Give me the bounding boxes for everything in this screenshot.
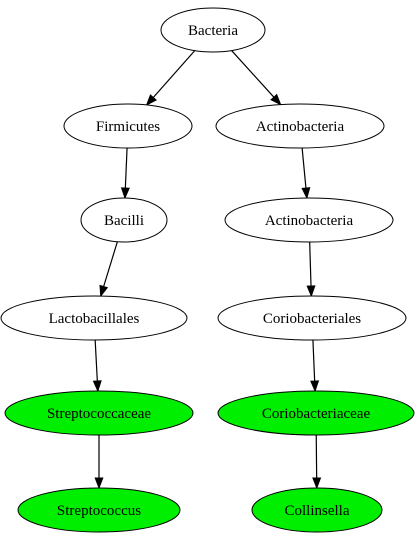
arrowhead-icon bbox=[310, 380, 320, 393]
node-streptococcus: Streptococcus bbox=[17, 487, 181, 533]
arrowhead-icon bbox=[306, 285, 316, 298]
edge-line bbox=[152, 50, 196, 98]
node-firmicutes: Firmicutes bbox=[63, 103, 193, 149]
edge-actinobacteria-class-to-coriobacteriales bbox=[306, 241, 316, 298]
node-label: Collinsella bbox=[285, 503, 350, 519]
edge-streptococcaceae-to-streptococcus bbox=[94, 435, 104, 490]
arrowhead-icon bbox=[301, 187, 311, 200]
node-ellipse bbox=[4, 390, 194, 436]
edge-actinobacteria-phylum-to-actinobacteria-class bbox=[301, 147, 311, 200]
node-ellipse bbox=[224, 197, 394, 243]
edge-bacteria-to-actinobacteria-phylum bbox=[231, 50, 282, 106]
arrowhead-icon bbox=[99, 284, 109, 298]
edge-line bbox=[231, 50, 275, 98]
node-label: Streptococcaceae bbox=[47, 406, 151, 422]
node-ellipse bbox=[251, 487, 383, 533]
node-coriobacteriales: Coriobacteriales bbox=[217, 295, 407, 341]
arrowhead-icon bbox=[270, 93, 282, 106]
node-label: Streptococcus bbox=[57, 503, 141, 519]
arrowhead-icon bbox=[94, 477, 104, 490]
arrowhead-icon bbox=[145, 94, 157, 107]
edge-coriobacteriaceae-to-collinsella bbox=[312, 434, 322, 490]
node-ellipse bbox=[160, 7, 266, 53]
node-label: Actinobacteria bbox=[256, 119, 345, 135]
node-lactobacillales: Lactobacillales bbox=[0, 295, 188, 341]
node-label: Firmicutes bbox=[96, 119, 160, 135]
edge-firmicutes-to-bacilli bbox=[120, 147, 130, 200]
arrowhead-icon bbox=[92, 380, 102, 393]
node-label: Actinobacteria bbox=[265, 213, 354, 229]
edge-line bbox=[94, 339, 98, 382]
edge-coriobacteriales-to-coriobacteriaceae bbox=[310, 339, 320, 393]
node-coriobacteriaceae: Coriobacteriaceae bbox=[217, 390, 415, 436]
edge-line bbox=[103, 241, 118, 287]
node-ellipse bbox=[217, 390, 415, 436]
edge-line bbox=[124, 147, 128, 189]
edge-bacteria-to-firmicutes bbox=[145, 50, 196, 107]
edge-lactobacillales-to-streptococcaceae bbox=[92, 339, 102, 393]
edge-line bbox=[301, 147, 307, 189]
edges-layer bbox=[92, 50, 322, 490]
arrowhead-icon bbox=[312, 477, 322, 490]
node-label: Bacilli bbox=[104, 213, 144, 229]
node-bacilli: Bacilli bbox=[80, 197, 168, 243]
node-label: Bacteria bbox=[188, 23, 238, 39]
node-ellipse bbox=[63, 103, 193, 149]
node-actinobacteria-phylum: Actinobacteria bbox=[215, 103, 385, 149]
node-ellipse bbox=[215, 103, 385, 149]
arrowhead-icon bbox=[120, 187, 130, 200]
node-actinobacteria-class: Actinobacteria bbox=[224, 197, 394, 243]
node-ellipse bbox=[17, 487, 181, 533]
node-streptococcaceae: Streptococcaceae bbox=[4, 390, 194, 436]
node-label: Coriobacteriales bbox=[263, 311, 361, 327]
node-label: Coriobacteriaceae bbox=[262, 406, 371, 422]
node-ellipse bbox=[0, 295, 188, 341]
node-collinsella: Collinsella bbox=[251, 487, 383, 533]
edge-bacilli-to-lactobacillales bbox=[99, 241, 118, 298]
node-bacteria: Bacteria bbox=[160, 7, 266, 53]
node-ellipse bbox=[80, 197, 168, 243]
node-label: Lactobacillales bbox=[49, 311, 140, 327]
node-ellipse bbox=[217, 295, 407, 341]
edge-line bbox=[309, 241, 312, 287]
edge-line bbox=[312, 339, 316, 382]
